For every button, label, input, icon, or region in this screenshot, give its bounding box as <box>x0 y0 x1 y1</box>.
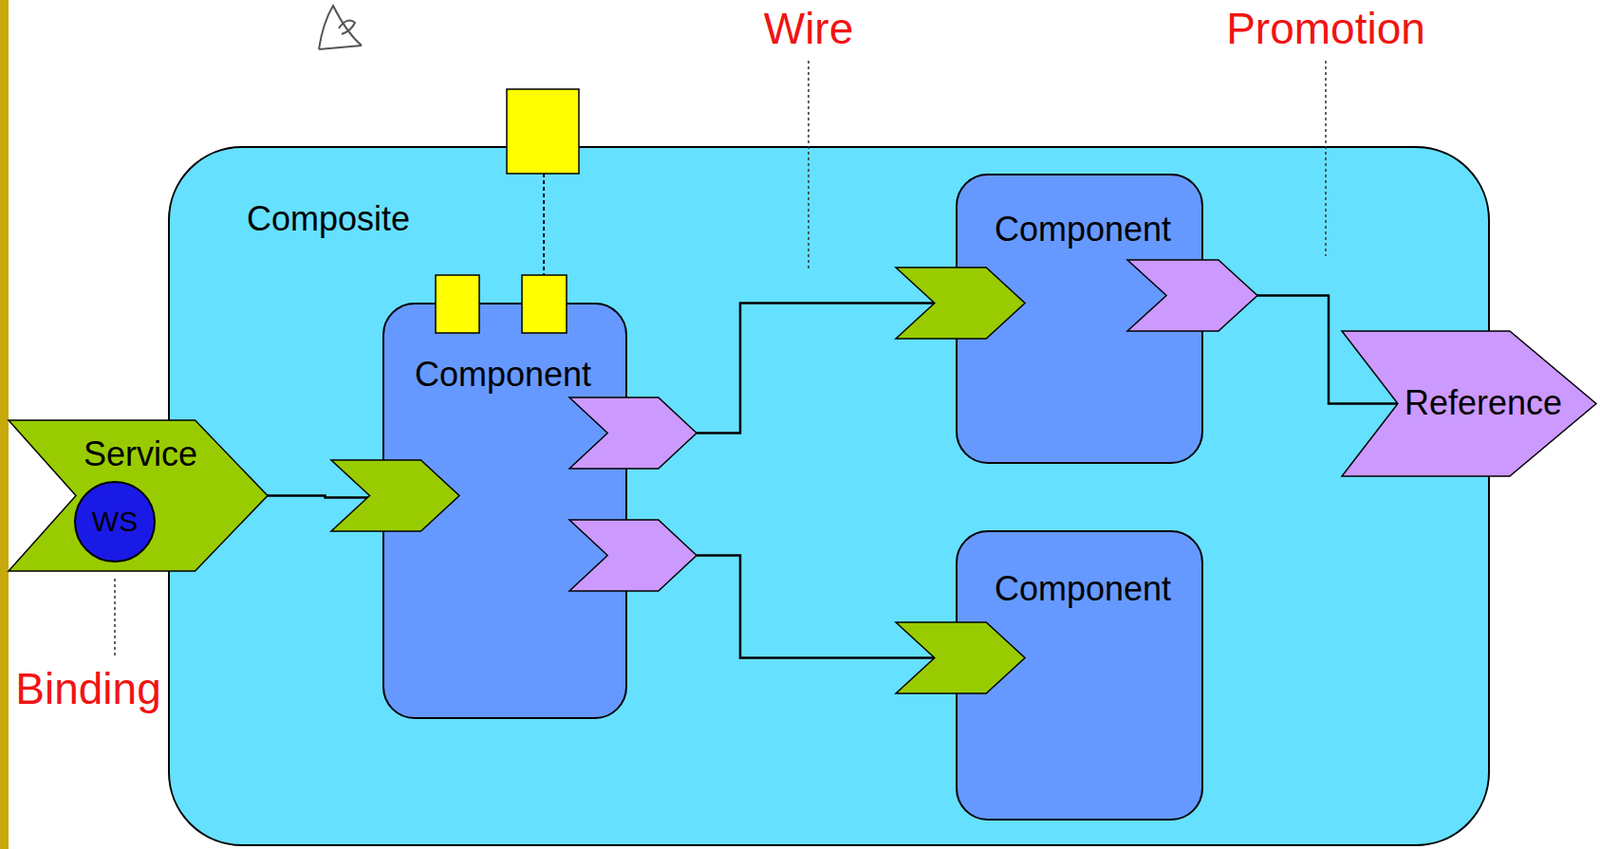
reference-port <box>569 397 697 469</box>
binding-circle: WS <box>74 481 156 563</box>
callout-label: Wire <box>763 3 855 55</box>
component-box: Component <box>955 173 1204 465</box>
reference-port <box>569 520 697 592</box>
port-chevron <box>331 460 460 532</box>
port-chevron <box>569 397 697 469</box>
reference-port <box>1127 260 1258 332</box>
node-label: Component <box>994 209 1172 249</box>
reference-chevron: Reference <box>1341 331 1597 477</box>
intent-box <box>521 275 567 334</box>
callout-label: Promotion <box>1226 3 1426 55</box>
node-label: Component <box>994 569 1172 609</box>
node-label: Composite <box>246 199 410 239</box>
logo-stroke <box>318 5 362 50</box>
port-chevron <box>895 267 1025 339</box>
service-port <box>331 460 460 532</box>
leader-line <box>1324 60 1327 257</box>
component-box: Component <box>955 530 1204 821</box>
side-strip <box>0 0 9 849</box>
intent-box <box>435 275 480 334</box>
service-port <box>895 267 1025 339</box>
service-port <box>895 622 1025 694</box>
callout-label: Binding <box>15 664 161 715</box>
node-label: Reference <box>1404 383 1563 423</box>
composite-box: Composite ServiceWSComponentComponentCom… <box>167 146 1490 847</box>
leader-line <box>807 60 810 272</box>
wire-connector <box>267 496 383 499</box>
leader-line <box>113 578 116 659</box>
port-chevron <box>569 520 697 592</box>
node-label: Component <box>414 354 592 394</box>
chevron-shape <box>1341 331 1597 477</box>
policy-link <box>542 173 545 276</box>
chevron-shape <box>8 420 268 572</box>
node-label: Service <box>83 434 198 474</box>
port-chevron <box>895 622 1025 694</box>
intent-box <box>506 89 579 174</box>
port-chevron <box>1127 260 1258 332</box>
node-label: WS <box>92 505 138 540</box>
service-chevron: ServiceWS <box>8 420 268 572</box>
component-box: Component <box>382 302 628 720</box>
